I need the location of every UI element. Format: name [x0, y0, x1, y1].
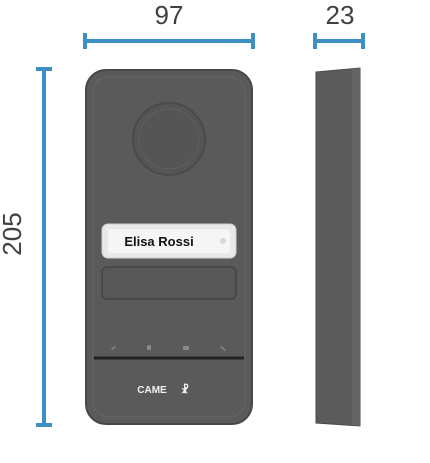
width-dimension-label: 97 — [155, 0, 184, 30]
brand-symbol-icon: ☧ — [181, 383, 189, 396]
status-door-icon — [183, 346, 189, 350]
status-icons-row — [111, 345, 226, 351]
panel-side-edge — [352, 68, 360, 426]
camera-lens-ring — [138, 108, 200, 170]
name-tag-text: Elisa Rossi — [124, 234, 193, 249]
name-tag-card — [108, 229, 230, 253]
status-call-icon — [111, 346, 116, 350]
name-tag-screw-icon — [220, 238, 226, 244]
height-dimension-label: 205 — [0, 212, 27, 255]
width-dimension: 97 — [83, 0, 255, 49]
camera-lens — [132, 102, 206, 176]
status-lock-icon — [147, 345, 151, 350]
panel-inner-bevel — [92, 76, 246, 418]
panel-side-view — [315, 67, 361, 427]
brand-logo-text: CAME — [137, 385, 167, 396]
height-dimension: 205 — [0, 67, 52, 427]
status-speak-icon — [220, 346, 226, 351]
secondary-module — [101, 266, 237, 300]
depth-dimension: 23 — [313, 0, 365, 49]
depth-dimension-label: 23 — [326, 0, 355, 30]
panel-front-view: Elisa Rossi CAME ☧ — [85, 69, 253, 425]
